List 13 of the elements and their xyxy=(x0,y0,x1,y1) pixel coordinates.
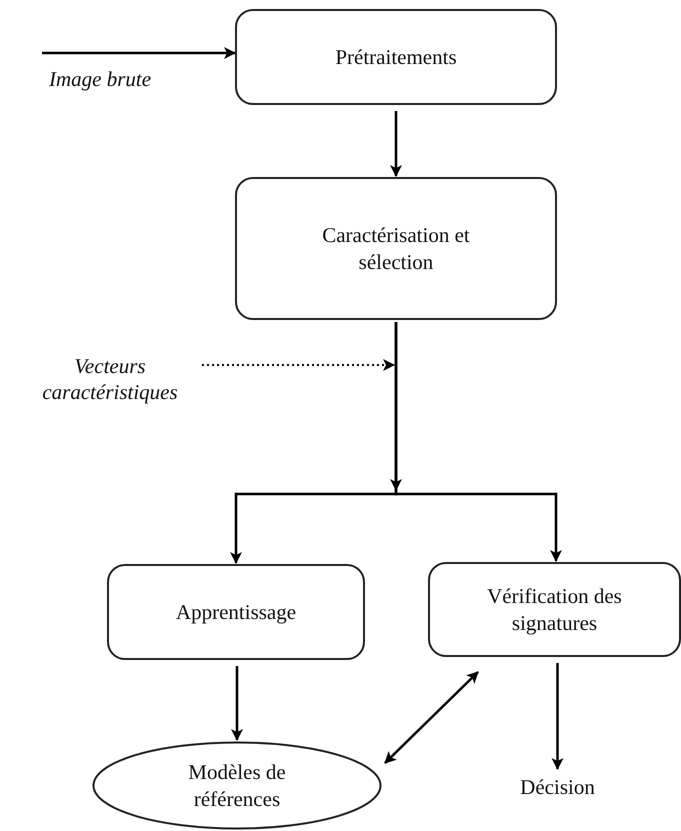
process-box xyxy=(107,564,365,660)
process-box xyxy=(428,562,681,657)
output-label: Décision xyxy=(520,774,595,800)
node-label: Modèles de références xyxy=(187,759,287,812)
node-label: Caractérisation et sélection xyxy=(321,222,471,275)
input-label: Image brute xyxy=(48,66,152,92)
process-box xyxy=(235,177,557,320)
arrow xyxy=(390,322,402,491)
data-label: Vecteurs caractéristiques xyxy=(41,352,179,406)
process-box xyxy=(235,9,557,105)
node-label: Prétraitements xyxy=(335,44,457,70)
node-label: Apprentissage xyxy=(176,598,296,626)
node-label: Vérification des signatures xyxy=(486,583,623,636)
